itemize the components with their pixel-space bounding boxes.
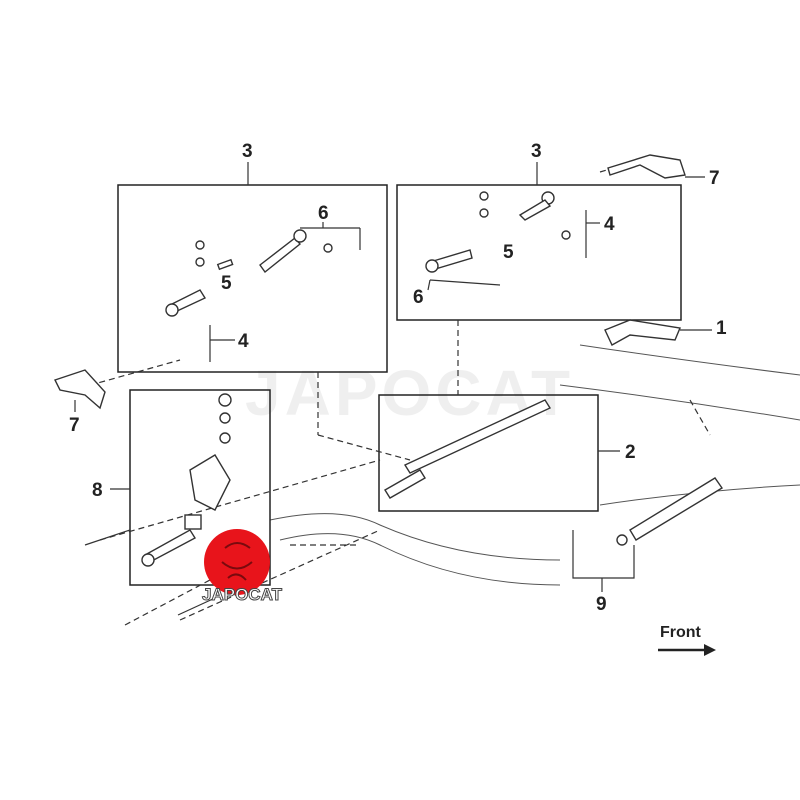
steering-damper [629,477,724,541]
detail-box-center-link [378,394,599,512]
center-link [403,399,552,474]
damper-end [616,534,628,546]
front-arrow-icon [658,644,716,656]
callout-5-right: 5 [503,242,514,263]
callout-6-left: 6 [318,203,329,224]
callout-8: 8 [92,480,103,501]
pitman-arm-top [607,154,686,179]
japocat-logo: JAPOCAT [202,529,283,605]
pitman-arm [604,319,681,346]
callout-4-right: 4 [604,214,615,235]
logo-text: JAPOCAT [202,585,283,604]
center-link-end [384,469,426,499]
leader-lines [74,162,712,592]
callout-7-top: 7 [709,168,720,189]
callout-2: 2 [625,442,636,463]
callout-3-left: 3 [242,141,253,162]
right-tie-rod-assembly [425,191,571,273]
callout-3-right: 3 [531,141,542,162]
callout-5-left: 5 [221,273,232,294]
detail-box-left-tie-rod [117,184,388,373]
idler-arm-left [54,369,106,410]
front-label: Front [660,624,702,641]
vehicle-frame [269,344,800,586]
callout-6-right: 6 [413,287,424,308]
callout-4-left: 4 [238,331,249,352]
callout-1: 1 [716,318,727,339]
callout-9: 9 [596,594,607,615]
left-tie-rod-assembly [165,229,333,317]
idler-arm-assembly [84,393,232,616]
callout-7-left: 7 [69,415,80,436]
detail-box-right-tie-rod [396,184,682,321]
